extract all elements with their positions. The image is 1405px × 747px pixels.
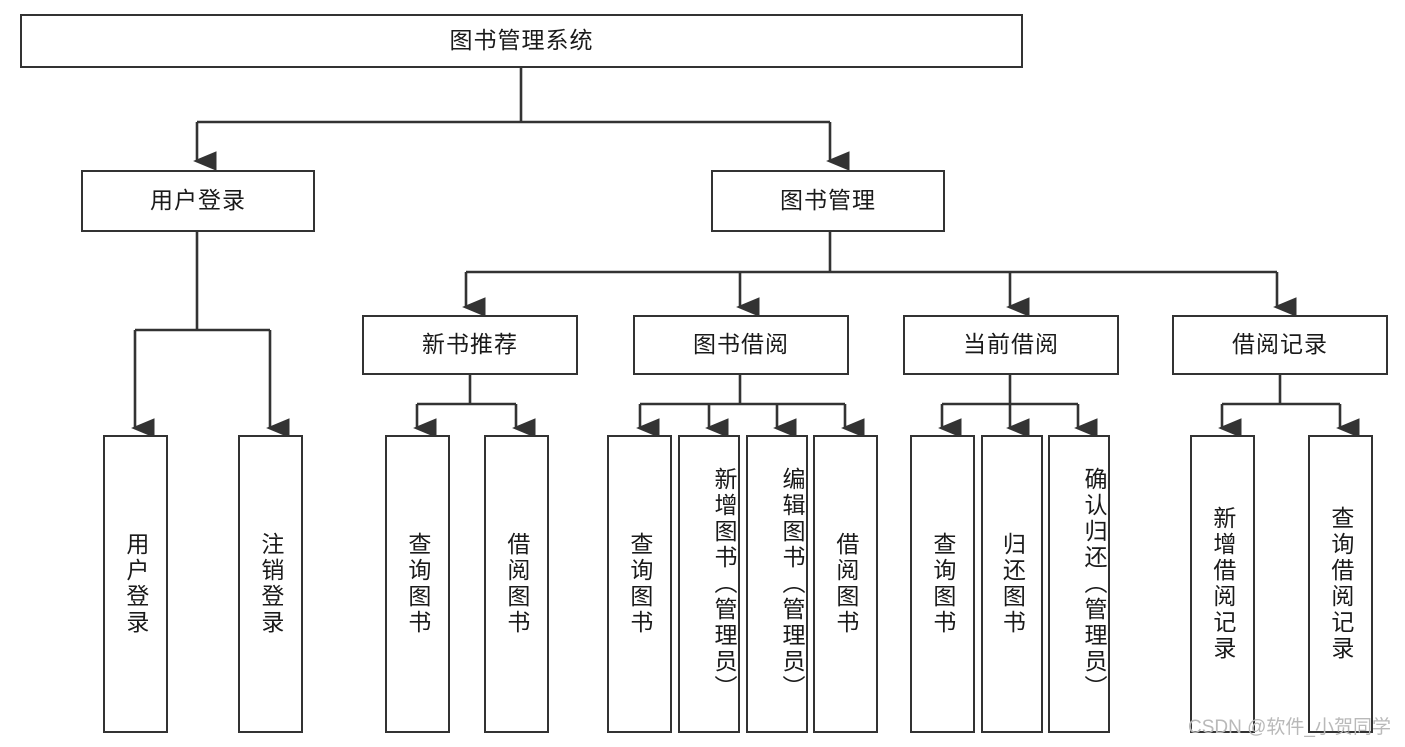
node-user-login-label: 用户登录 [150, 187, 246, 214]
leaf-logout-login[interactable]: 注销登录 [238, 435, 303, 733]
leaf-borrow-book-2-label: 借阅图书 [832, 532, 859, 636]
leaf-return-book-label: 归还图书 [999, 532, 1026, 636]
leaf-query-book-2-label: 查询图书 [626, 532, 653, 636]
leaf-return-book[interactable]: 归还图书 [981, 435, 1043, 733]
leaf-edit-book-label: 编辑图书（管理员） [779, 467, 805, 701]
leaf-add-record-label: 新增借阅记录 [1209, 506, 1236, 662]
leaf-add-record[interactable]: 新增借阅记录 [1190, 435, 1255, 733]
leaf-add-book[interactable]: 新增图书（管理员） [678, 435, 740, 733]
leaf-query-book-3-label: 查询图书 [929, 532, 956, 636]
node-book-borrow-label: 图书借阅 [693, 331, 789, 358]
node-new-book-recommend[interactable]: 新书推荐 [362, 315, 578, 375]
leaf-logout-login-label: 注销登录 [257, 532, 284, 636]
leaf-query-record[interactable]: 查询借阅记录 [1308, 435, 1373, 733]
leaf-query-book-3[interactable]: 查询图书 [910, 435, 975, 733]
leaf-user-login[interactable]: 用户登录 [103, 435, 168, 733]
csdn-watermark: CSDN @软件_小贺同学 [1188, 717, 1391, 738]
leaf-edit-book[interactable]: 编辑图书（管理员） [746, 435, 808, 733]
leaf-user-login-label: 用户登录 [122, 532, 149, 636]
leaf-borrow-book-2[interactable]: 借阅图书 [813, 435, 878, 733]
leaf-query-book-2[interactable]: 查询图书 [607, 435, 672, 733]
leaf-add-book-label: 新增图书（管理员） [711, 467, 737, 701]
node-current-borrow-label: 当前借阅 [963, 331, 1059, 358]
leaf-confirm-return-label: 确认归还（管理员） [1081, 467, 1107, 701]
leaf-query-record-label: 查询借阅记录 [1327, 506, 1354, 662]
leaf-query-book-1-label: 查询图书 [404, 532, 431, 636]
node-current-borrow[interactable]: 当前借阅 [903, 315, 1119, 375]
node-book-management[interactable]: 图书管理 [711, 170, 945, 232]
node-book-management-label: 图书管理 [780, 187, 876, 214]
leaf-borrow-book-1-label: 借阅图书 [503, 532, 530, 636]
node-root-system-label: 图书管理系统 [449, 27, 594, 54]
leaf-query-book-1[interactable]: 查询图书 [385, 435, 450, 733]
node-borrow-record[interactable]: 借阅记录 [1172, 315, 1388, 375]
node-new-book-recommend-label: 新书推荐 [422, 331, 518, 358]
node-root-system[interactable]: 图书管理系统 [20, 14, 1023, 68]
node-user-login[interactable]: 用户登录 [81, 170, 315, 232]
node-borrow-record-label: 借阅记录 [1232, 331, 1328, 358]
leaf-borrow-book-1[interactable]: 借阅图书 [484, 435, 549, 733]
node-book-borrow[interactable]: 图书借阅 [633, 315, 849, 375]
leaf-confirm-return[interactable]: 确认归还（管理员） [1048, 435, 1110, 733]
